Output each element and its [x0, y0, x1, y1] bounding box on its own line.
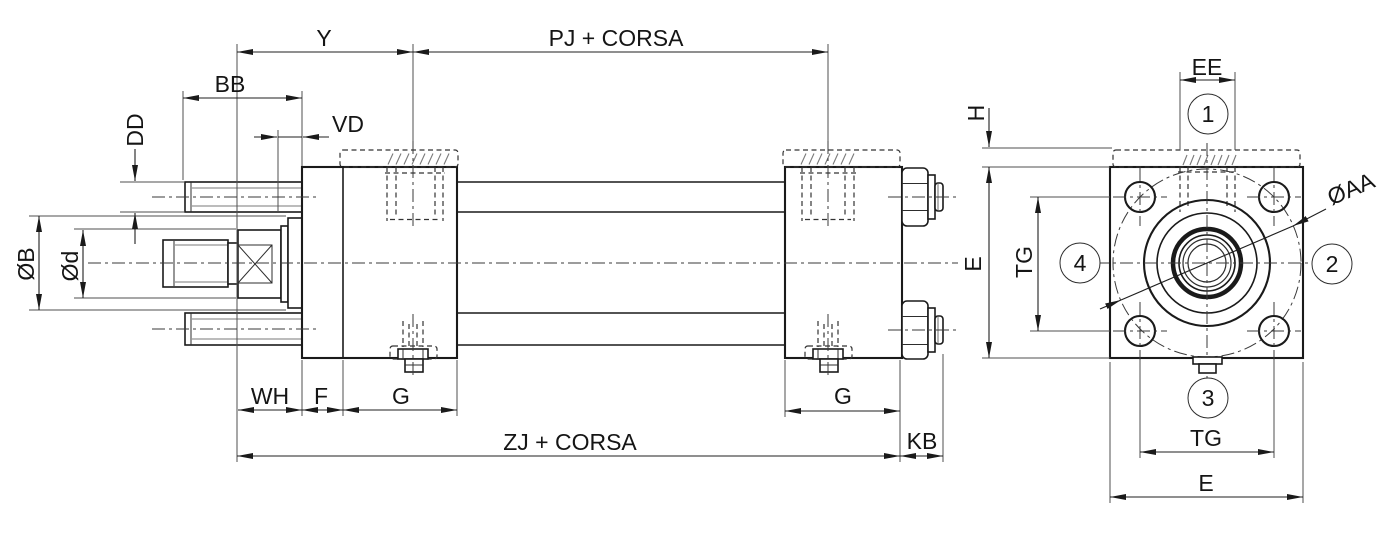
- dim-label-wh: WH: [251, 383, 289, 409]
- callout-2: 2: [1311, 243, 1353, 285]
- bolt-holes: [1113, 168, 1301, 360]
- end-view: EE H E TG ØAA TG: [960, 54, 1379, 503]
- callout-3-number: 3: [1202, 385, 1215, 411]
- dim-label-dd: DD: [122, 113, 148, 146]
- dim-label-dia-aa: ØAA: [1323, 167, 1378, 210]
- callout-4-number: 4: [1074, 250, 1087, 276]
- dim-label-h: H: [963, 105, 989, 122]
- side-view: Y PJ + CORSA BB DD VD ØB Ød WH: [13, 25, 958, 462]
- dim-label-e-bottom: E: [1198, 470, 1213, 496]
- dim-label-dia-b: ØB: [13, 247, 39, 280]
- callout-3: 3: [1187, 377, 1229, 419]
- callout-2-number: 2: [1326, 251, 1339, 277]
- dim-label-y: Y: [316, 25, 331, 51]
- side-view-centerlines: [88, 141, 958, 379]
- side-view-dimensions: Y PJ + CORSA BB DD VD ØB Ød WH: [13, 25, 944, 462]
- callout-1: 1: [1187, 93, 1229, 135]
- dim-label-e-left: E: [960, 256, 986, 271]
- callout-1-number: 1: [1202, 101, 1215, 127]
- dim-label-ee: EE: [1192, 54, 1223, 80]
- dim-label-zj-corsa: ZJ + CORSA: [503, 429, 637, 455]
- dim-label-tg-bottom: TG: [1190, 425, 1222, 451]
- front-port-pad: [339, 149, 459, 168]
- dim-label-f: F: [314, 383, 328, 409]
- cylinder-barrel: [457, 181, 785, 346]
- dim-label-tg-left: TG: [1011, 246, 1037, 278]
- rear-port-pad: [782, 149, 901, 168]
- dim-label-pj-corsa: PJ + CORSA: [549, 25, 685, 51]
- dim-label-bb: BB: [215, 71, 246, 97]
- dim-label-g-front: G: [392, 383, 410, 409]
- end-view-drain-plug: [1192, 356, 1223, 374]
- dim-label-vd: VD: [332, 111, 364, 137]
- dim-label-kb: KB: [907, 428, 938, 454]
- front-head: [300, 149, 459, 373]
- dim-label-dia-d: Ød: [57, 251, 83, 282]
- rear-head: [782, 149, 904, 373]
- dim-label-g-rear: G: [834, 383, 852, 409]
- callout-4: 4: [1059, 242, 1101, 284]
